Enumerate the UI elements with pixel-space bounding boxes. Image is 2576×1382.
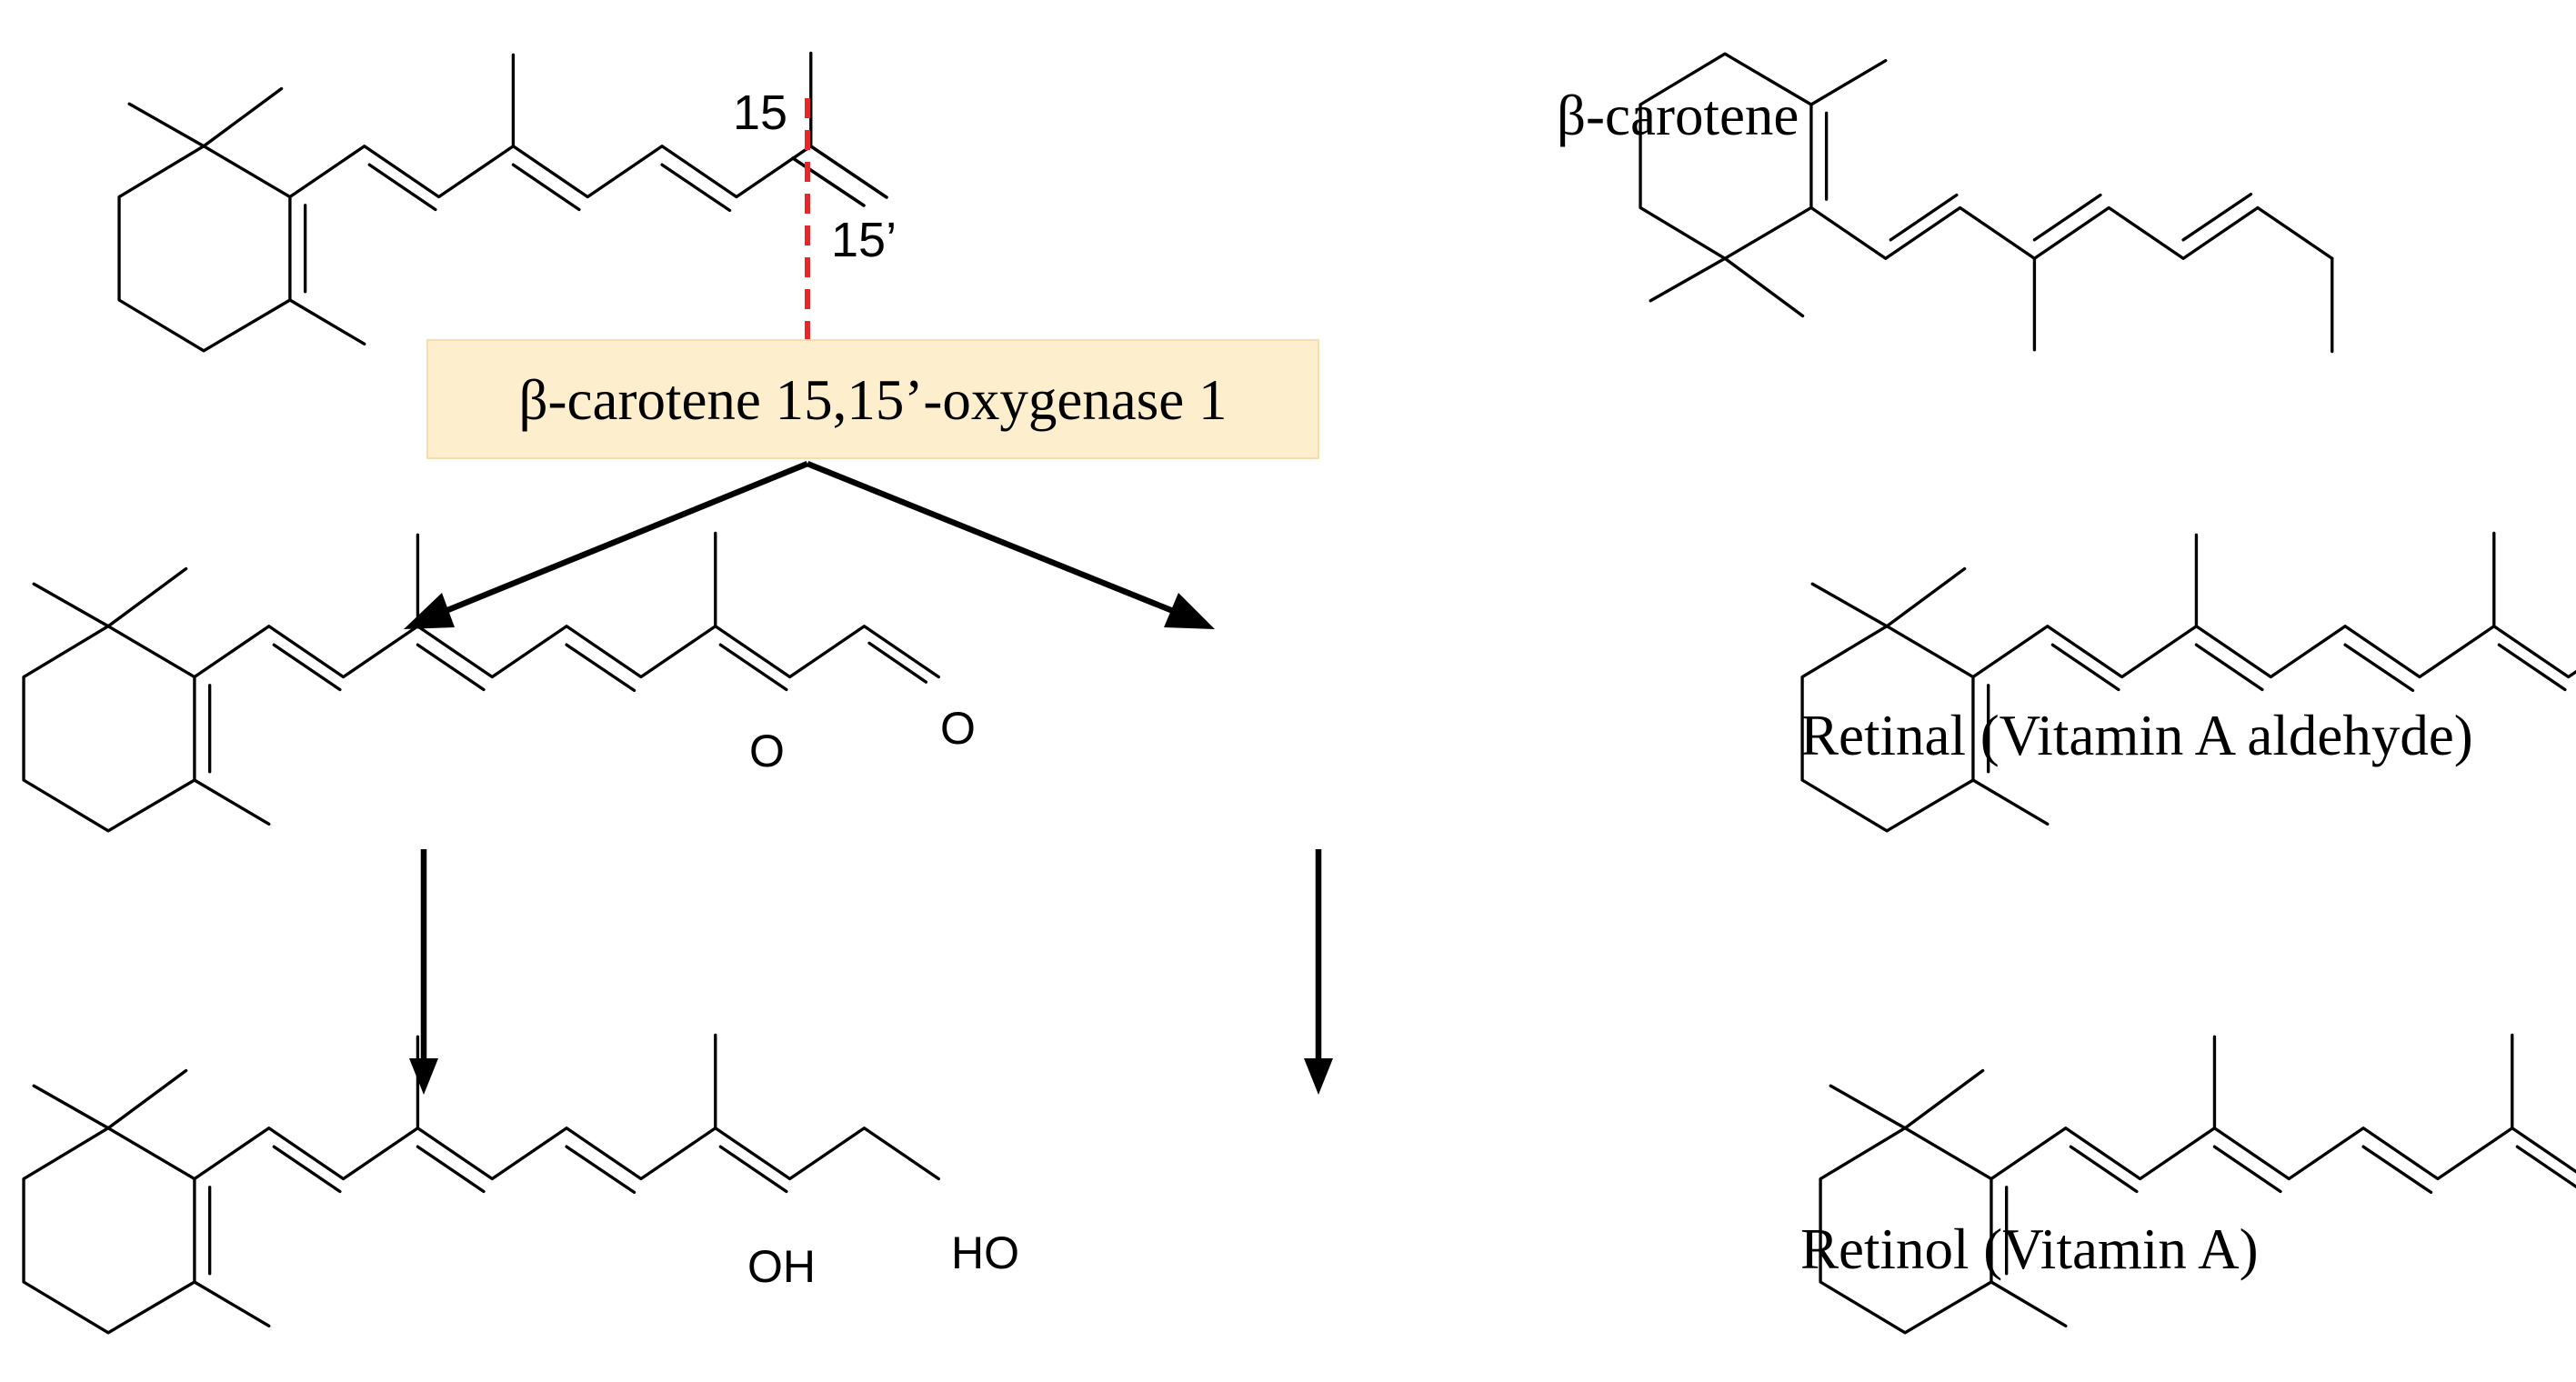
retinol-hydroxyl-right: HO bbox=[951, 1227, 1019, 1278]
retinol-left-structure: OH bbox=[22, 1033, 940, 1335]
arrow-down-icon bbox=[1304, 849, 1333, 1095]
retinol-label: Retinol (Vitamin A) bbox=[1800, 1217, 2259, 1281]
retinol-right-structure: HO bbox=[951, 1033, 2576, 1335]
retinal-oxygen-left: O bbox=[749, 726, 785, 776]
retinal-right-structure: O bbox=[940, 531, 2576, 833]
arrow-down-icon bbox=[409, 849, 438, 1095]
retinal-label: Retinal (Vitamin A aldehyde) bbox=[1800, 704, 2473, 767]
arrow-down-icon bbox=[404, 460, 809, 629]
arrow-down-icon bbox=[806, 460, 1215, 629]
retinol-hydroxyl-left: OH bbox=[747, 1241, 816, 1292]
enzyme-box: β-carotene 15,15’-oxygenase 1 bbox=[426, 339, 1319, 459]
beta-carotene-structure bbox=[117, 51, 2334, 354]
retinal-left-structure: O bbox=[22, 531, 940, 833]
retinal-oxygen-right: O bbox=[940, 703, 976, 754]
beta-carotene-label: β-carotene bbox=[1557, 84, 1799, 147]
enzyme-label: β-carotene 15,15’-oxygenase 1 bbox=[519, 368, 1228, 432]
position-15prime-label: 15’ bbox=[831, 213, 897, 267]
position-15-label: 15 bbox=[733, 85, 787, 140]
